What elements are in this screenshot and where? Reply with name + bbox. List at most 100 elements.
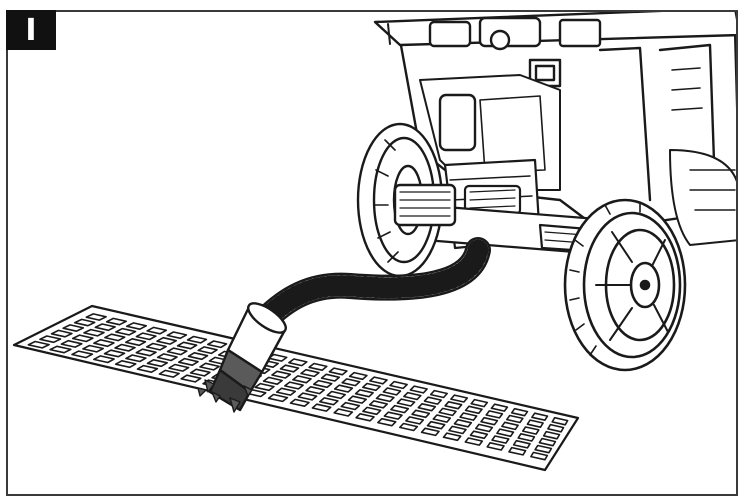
grate-hole [254,382,275,392]
grate-hole [469,430,489,440]
grate-hole [390,404,410,414]
grate-hole [377,417,397,427]
hose-nozzle [208,302,287,412]
grate-hole [551,416,569,426]
grate-hole [362,406,382,416]
grate-hole [271,370,292,379]
grate-hole [403,391,422,401]
grate-hole [178,357,199,367]
grate-hole [207,340,228,349]
grate-hole [71,350,94,359]
grate-hole [49,345,72,354]
grate-hole [114,359,137,369]
grate-hole [333,408,354,417]
grate-hole [262,376,283,386]
grate-hole [530,451,549,461]
grate-hole [432,414,452,423]
grate-hole [305,385,326,395]
grate-hole [328,367,348,376]
grate-hole [496,428,515,438]
grate-hole [320,373,341,382]
grate-hole [180,374,202,383]
grate-hole [521,426,540,435]
grate-hole [318,397,339,406]
grate-hole [420,427,440,437]
grate-hole [125,337,147,347]
grate-hole [312,379,333,389]
grate-hole [450,394,469,403]
grate-hole [115,327,137,336]
grate-hole [429,389,449,399]
grate-hole [311,403,332,412]
grate-hole [168,363,190,372]
grate-hole [125,354,147,363]
grate-hole [426,420,446,430]
grate-hole [409,385,428,394]
rear-wheel [356,122,457,278]
grate-hole [297,392,318,401]
grate-hole [464,437,484,446]
grate-hole [459,412,478,421]
grate-hole [510,407,529,417]
grate-hole [382,387,402,396]
grate-hole [60,339,83,348]
grate-hole [355,412,375,422]
grate-hole [375,393,395,403]
grate-hole [442,432,462,442]
grate-hole [73,318,96,327]
grate-hole [156,353,178,362]
grate-hole [508,446,527,456]
grate-hole [82,344,104,353]
grate-hole [189,368,211,377]
grate-hole [417,402,437,412]
grate-hole [288,358,308,367]
grate-hole [27,340,50,349]
grate-hole [156,336,177,345]
grate-hole [126,322,147,331]
grate-hole [292,375,312,384]
step-label: I [25,12,37,48]
grate-hole [197,346,218,355]
debris [197,379,253,413]
grate-hole [85,313,107,321]
grate-hole [538,437,557,447]
grate-hole [383,411,403,420]
grate-hole [135,332,157,341]
grate-hole [279,364,300,373]
grate-hole [470,398,489,408]
grate-hole [103,349,126,358]
grate-hole [361,382,381,392]
grate-hole [491,435,510,444]
grate-hole [199,362,220,371]
grate-hole [474,423,494,433]
grate-hole [547,423,565,433]
grate-hole [423,396,443,405]
grate-hole [490,403,509,412]
grate-hole [186,335,208,344]
grate-hole [347,395,368,404]
grate-hole [369,376,388,385]
grate-hole [398,422,419,432]
grate-hole [326,390,347,400]
grate-hole [411,409,431,419]
grate-hole [114,343,136,352]
grate-hole [93,355,115,364]
grate-hole [389,380,408,390]
grate-hole [486,441,505,451]
grate-hole [176,341,198,350]
grate-hole [333,384,354,393]
grate-hole [289,398,310,408]
grate-hole [444,400,463,410]
front-wheel [563,198,687,372]
grate-hole [531,412,549,422]
grate-hole [136,364,159,374]
grate-hole [505,414,524,424]
grate-hole [396,398,416,407]
grate-hole [354,389,374,398]
grate-hole [83,328,105,337]
grate-hole [542,430,561,440]
grate-hole [348,371,368,381]
grate-hole [105,317,127,326]
grate-hole [300,368,320,378]
